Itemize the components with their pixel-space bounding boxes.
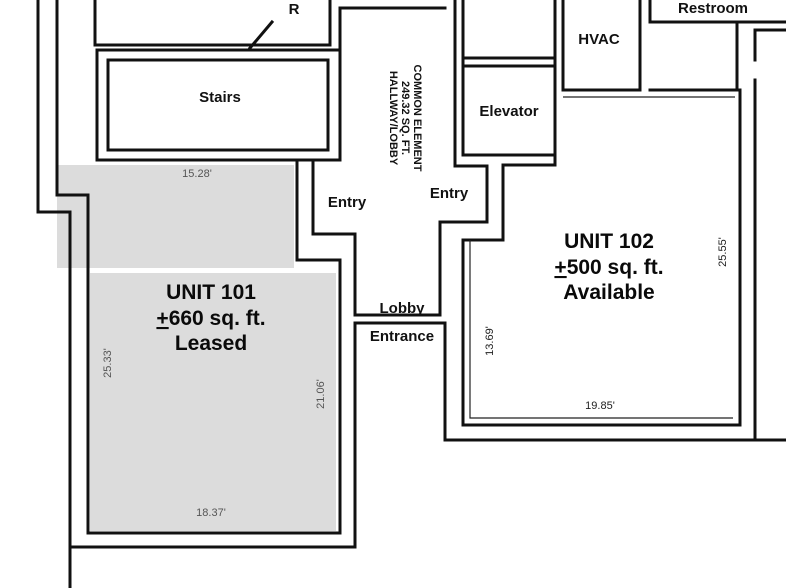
lobby-label: Lobby xyxy=(380,300,426,317)
unit-102-status: Available xyxy=(563,281,654,304)
wall-stairs-outer xyxy=(95,48,342,162)
elevator-label: Elevator xyxy=(479,103,538,120)
unit-102-size-value: 500 sq. ft. xyxy=(567,256,664,279)
wall-restroom-right xyxy=(648,20,739,92)
hvac-label: HVAC xyxy=(578,31,620,48)
wall-hvac xyxy=(561,0,642,92)
unit-101-upper-shade xyxy=(57,165,294,268)
hallway-line-3: COMMON ELEMENT xyxy=(411,65,423,172)
wall-right-outer xyxy=(753,28,786,62)
unit-102-dim-left: 13.69' xyxy=(484,326,496,356)
wall-far-left-inner xyxy=(55,0,342,535)
unit-101: UNIT 101 +660 sq. ft. Leased 15.28' 18.3… xyxy=(102,168,327,519)
unit-101-size-value: 660 sq. ft. xyxy=(169,307,266,330)
unit-102-dim-bottom: 19.85' xyxy=(585,400,615,412)
wall-unit-102-inner-line xyxy=(469,240,733,419)
unit-101-lower-shade xyxy=(90,273,336,531)
wall-elevator-outer xyxy=(461,0,557,157)
hallway-label: HALLWAY/LOBBY 249.32 SQ. FT. COMMON ELEM… xyxy=(387,65,423,172)
entry-right-label: Entry xyxy=(430,185,469,202)
unit-101-dim-bottom: 18.37' xyxy=(196,507,226,519)
door-room-r xyxy=(247,19,275,51)
unit-101-dim-left: 25.33' xyxy=(102,348,114,378)
hallway-line-1: HALLWAY/LOBBY xyxy=(387,71,399,166)
unit-101-size: +660 sq. ft. xyxy=(156,307,265,330)
walls xyxy=(36,0,786,588)
entry-left-label: Entry xyxy=(328,194,367,211)
entrance-label: Entrance xyxy=(370,328,434,345)
unit-101-dim-right: 21.06' xyxy=(315,379,327,409)
unit-102-title: UNIT 102 xyxy=(564,230,654,253)
unit-101-dim-top: 15.28' xyxy=(182,168,212,180)
unit-101-title: UNIT 101 xyxy=(166,281,256,304)
wall-unit-102-inner xyxy=(461,88,742,427)
wall-room-r xyxy=(93,0,332,47)
wall-hall-left-stub xyxy=(311,0,489,317)
wall-unit-102-outer xyxy=(443,78,757,442)
unit-101-shading xyxy=(57,165,336,531)
unit-102-size: +500 sq. ft. xyxy=(554,256,663,279)
room-r-label: R xyxy=(289,1,300,18)
hallway-line-2: 249.32 SQ. FT. xyxy=(399,81,411,155)
wall-top-middle xyxy=(338,6,447,52)
unit-102-dim-right: 25.55' xyxy=(717,237,729,267)
unit-102: UNIT 102 +500 sq. ft. Available 25.55' 1… xyxy=(484,230,729,412)
unit-102-size-prefix: + xyxy=(554,256,566,279)
unit-101-size-prefix: + xyxy=(156,307,168,330)
unit-101-status: Leased xyxy=(175,332,247,355)
wall-restroom xyxy=(648,0,786,24)
restroom-label: Restroom xyxy=(678,0,748,17)
wall-stairs-inner xyxy=(106,58,330,152)
stairs-label: Stairs xyxy=(199,89,241,106)
